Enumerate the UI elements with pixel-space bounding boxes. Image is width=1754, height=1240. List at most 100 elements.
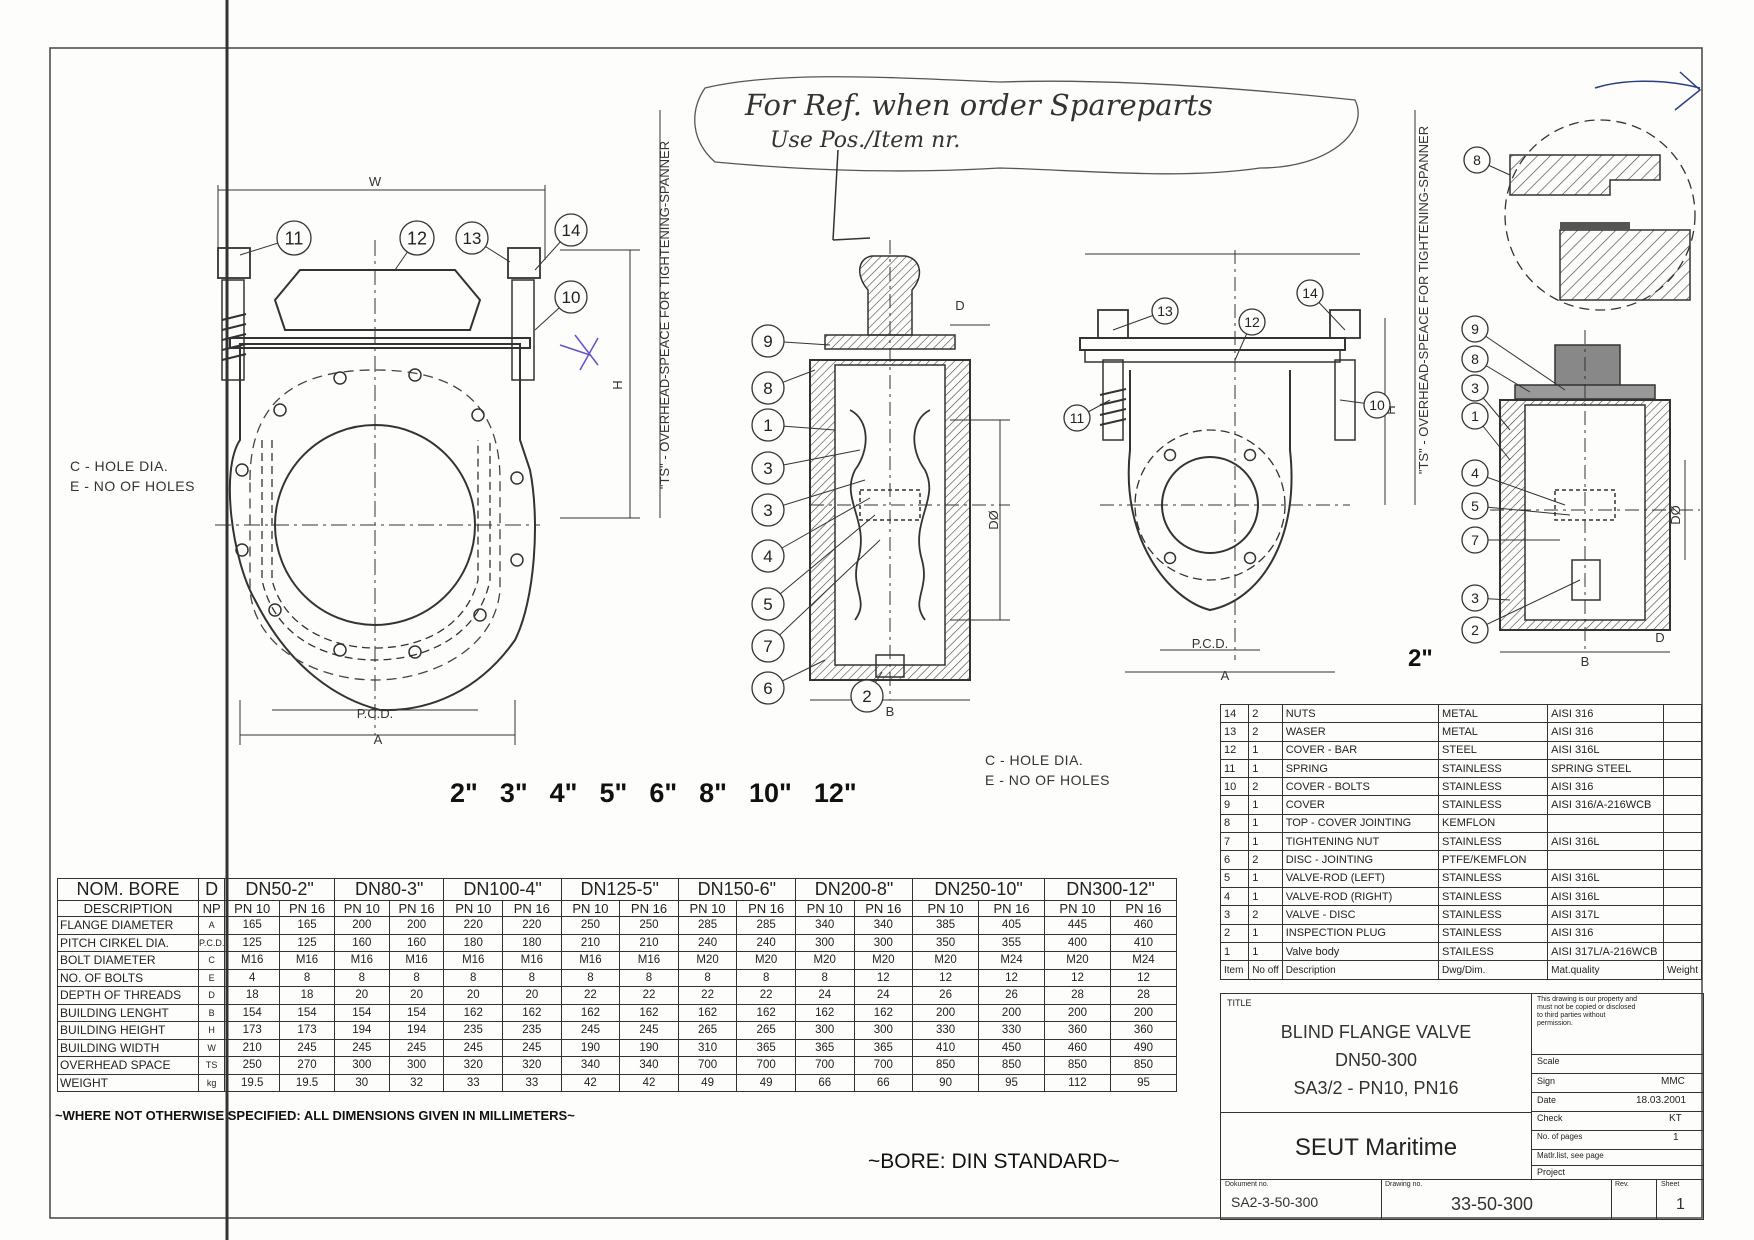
balloon-leader (767, 539, 881, 647)
table-cell: 24 (794, 986, 855, 1005)
parts-no: 1 (1248, 923, 1283, 943)
symbol-header-2: NP (197, 900, 226, 917)
parts-weight (1663, 905, 1702, 925)
table-cell: 245 (388, 1038, 445, 1057)
balloon-number: 8 (1471, 351, 1479, 367)
balloon-number: 14 (562, 221, 581, 240)
parts-weight (1663, 758, 1702, 779)
table-cell: 250 (560, 916, 621, 935)
table-cell: 90 (912, 1073, 980, 1092)
table-cell: 300 (853, 933, 914, 952)
overhead-space-label: "TS" - OVERHEAD-SPEACE FOR TIGHTENING-SP… (657, 141, 672, 489)
table-cell: 700 (853, 1056, 914, 1075)
table-cell: 300 (853, 1021, 914, 1040)
table-cell: 8 (279, 968, 335, 987)
parts-no: 1 (1248, 868, 1283, 888)
parts-desc: INSPECTION PLUG (1281, 923, 1440, 943)
row-description: NO. OF BOLTS (57, 968, 199, 987)
table-cell: 165 (279, 916, 335, 935)
size-label: 4" (549, 778, 578, 808)
table-cell: 95 (1109, 1073, 1178, 1092)
table-cell: 410 (1109, 933, 1178, 952)
table-cell: 194 (388, 1021, 445, 1040)
size-header: DN150-6" (677, 878, 796, 901)
table-cell: 154 (388, 1003, 445, 1022)
parts-item: 1 (1219, 941, 1250, 962)
row-description: PITCH CIRKEL DIA. (57, 933, 199, 952)
table-cell: M16 (224, 951, 281, 970)
table-cell: 190 (619, 1038, 679, 1057)
item-balloon (276, 220, 312, 256)
item-balloon (554, 280, 588, 314)
pn-header: PN 10 (333, 900, 390, 917)
table-cell: 200 (333, 916, 390, 935)
table-cell: 330 (978, 1021, 1045, 1040)
date-label: Date (1537, 1095, 1557, 1105)
parts-weight (1663, 923, 1702, 943)
parts-dwg: STAINLESS (1438, 905, 1549, 925)
row-description: BUILDING HEIGHT (57, 1021, 199, 1040)
table-cell: M16 (502, 951, 562, 970)
drawing-no-value: 33-50-300 (1451, 1194, 1534, 1214)
table-cell: 270 (279, 1056, 335, 1075)
item-balloon (1461, 492, 1489, 520)
table-cell: 42 (619, 1073, 679, 1092)
table-cell: 162 (502, 1003, 562, 1022)
check-value: KT (1669, 1113, 1682, 1124)
size-header: DN50-2" (224, 878, 335, 901)
pn-header: PN 10 (1044, 900, 1111, 917)
table-cell: 154 (333, 1003, 390, 1022)
front-view-left: W A P.C.D. H "TS" - OVERHEAD-SPEACE FOR … (215, 110, 672, 747)
parts-no: 2 (1248, 850, 1283, 870)
balloon-number: 3 (763, 501, 772, 520)
table-cell: 340 (619, 1056, 679, 1075)
parts-header-item: Item (1219, 960, 1250, 981)
hole-dia-label-left: C - HOLE DIA. (70, 458, 169, 474)
table-cell: M20 (853, 951, 914, 970)
dim-h-label: H (610, 380, 625, 389)
parts-weight (1663, 886, 1702, 907)
table-cell: 400 (1044, 933, 1111, 952)
item-balloon (751, 408, 785, 442)
table-cell: 160 (333, 933, 390, 952)
parts-no: 1 (1248, 813, 1283, 834)
parts-weight (1663, 795, 1702, 815)
table-cell: 154 (279, 1003, 335, 1022)
dim-a-label-right: A (1221, 668, 1230, 683)
table-cell: 850 (1044, 1056, 1111, 1075)
parts-weight (1663, 813, 1702, 834)
table-cell: 300 (388, 1056, 445, 1075)
table-cell: 26 (912, 986, 980, 1005)
table-cell: 250 (619, 916, 679, 935)
pn-header: PN 10 (443, 900, 504, 917)
table-cell: 162 (560, 1003, 621, 1022)
table-cell: 162 (677, 1003, 738, 1022)
table-cell: M16 (443, 951, 504, 970)
table-cell: 18 (224, 986, 281, 1005)
parts-dwg: STAINLESS (1438, 758, 1549, 779)
table-cell: 200 (912, 1003, 980, 1022)
balloon-leader (767, 497, 871, 557)
size-label: 12" (813, 778, 857, 808)
table-cell: M20 (794, 951, 855, 970)
table-cell: 250 (224, 1056, 281, 1075)
parts-item: 14 (1219, 703, 1250, 724)
item-balloon (1461, 526, 1489, 554)
parts-item: 3 (1219, 905, 1250, 925)
table-cell: M24 (1109, 951, 1178, 970)
table-cell: 320 (502, 1056, 562, 1075)
parts-item: 2 (1219, 923, 1250, 943)
balloon-number: 1 (763, 416, 772, 435)
size-header: DN200-8" (794, 878, 914, 901)
pn-header: PN 16 (736, 900, 796, 917)
